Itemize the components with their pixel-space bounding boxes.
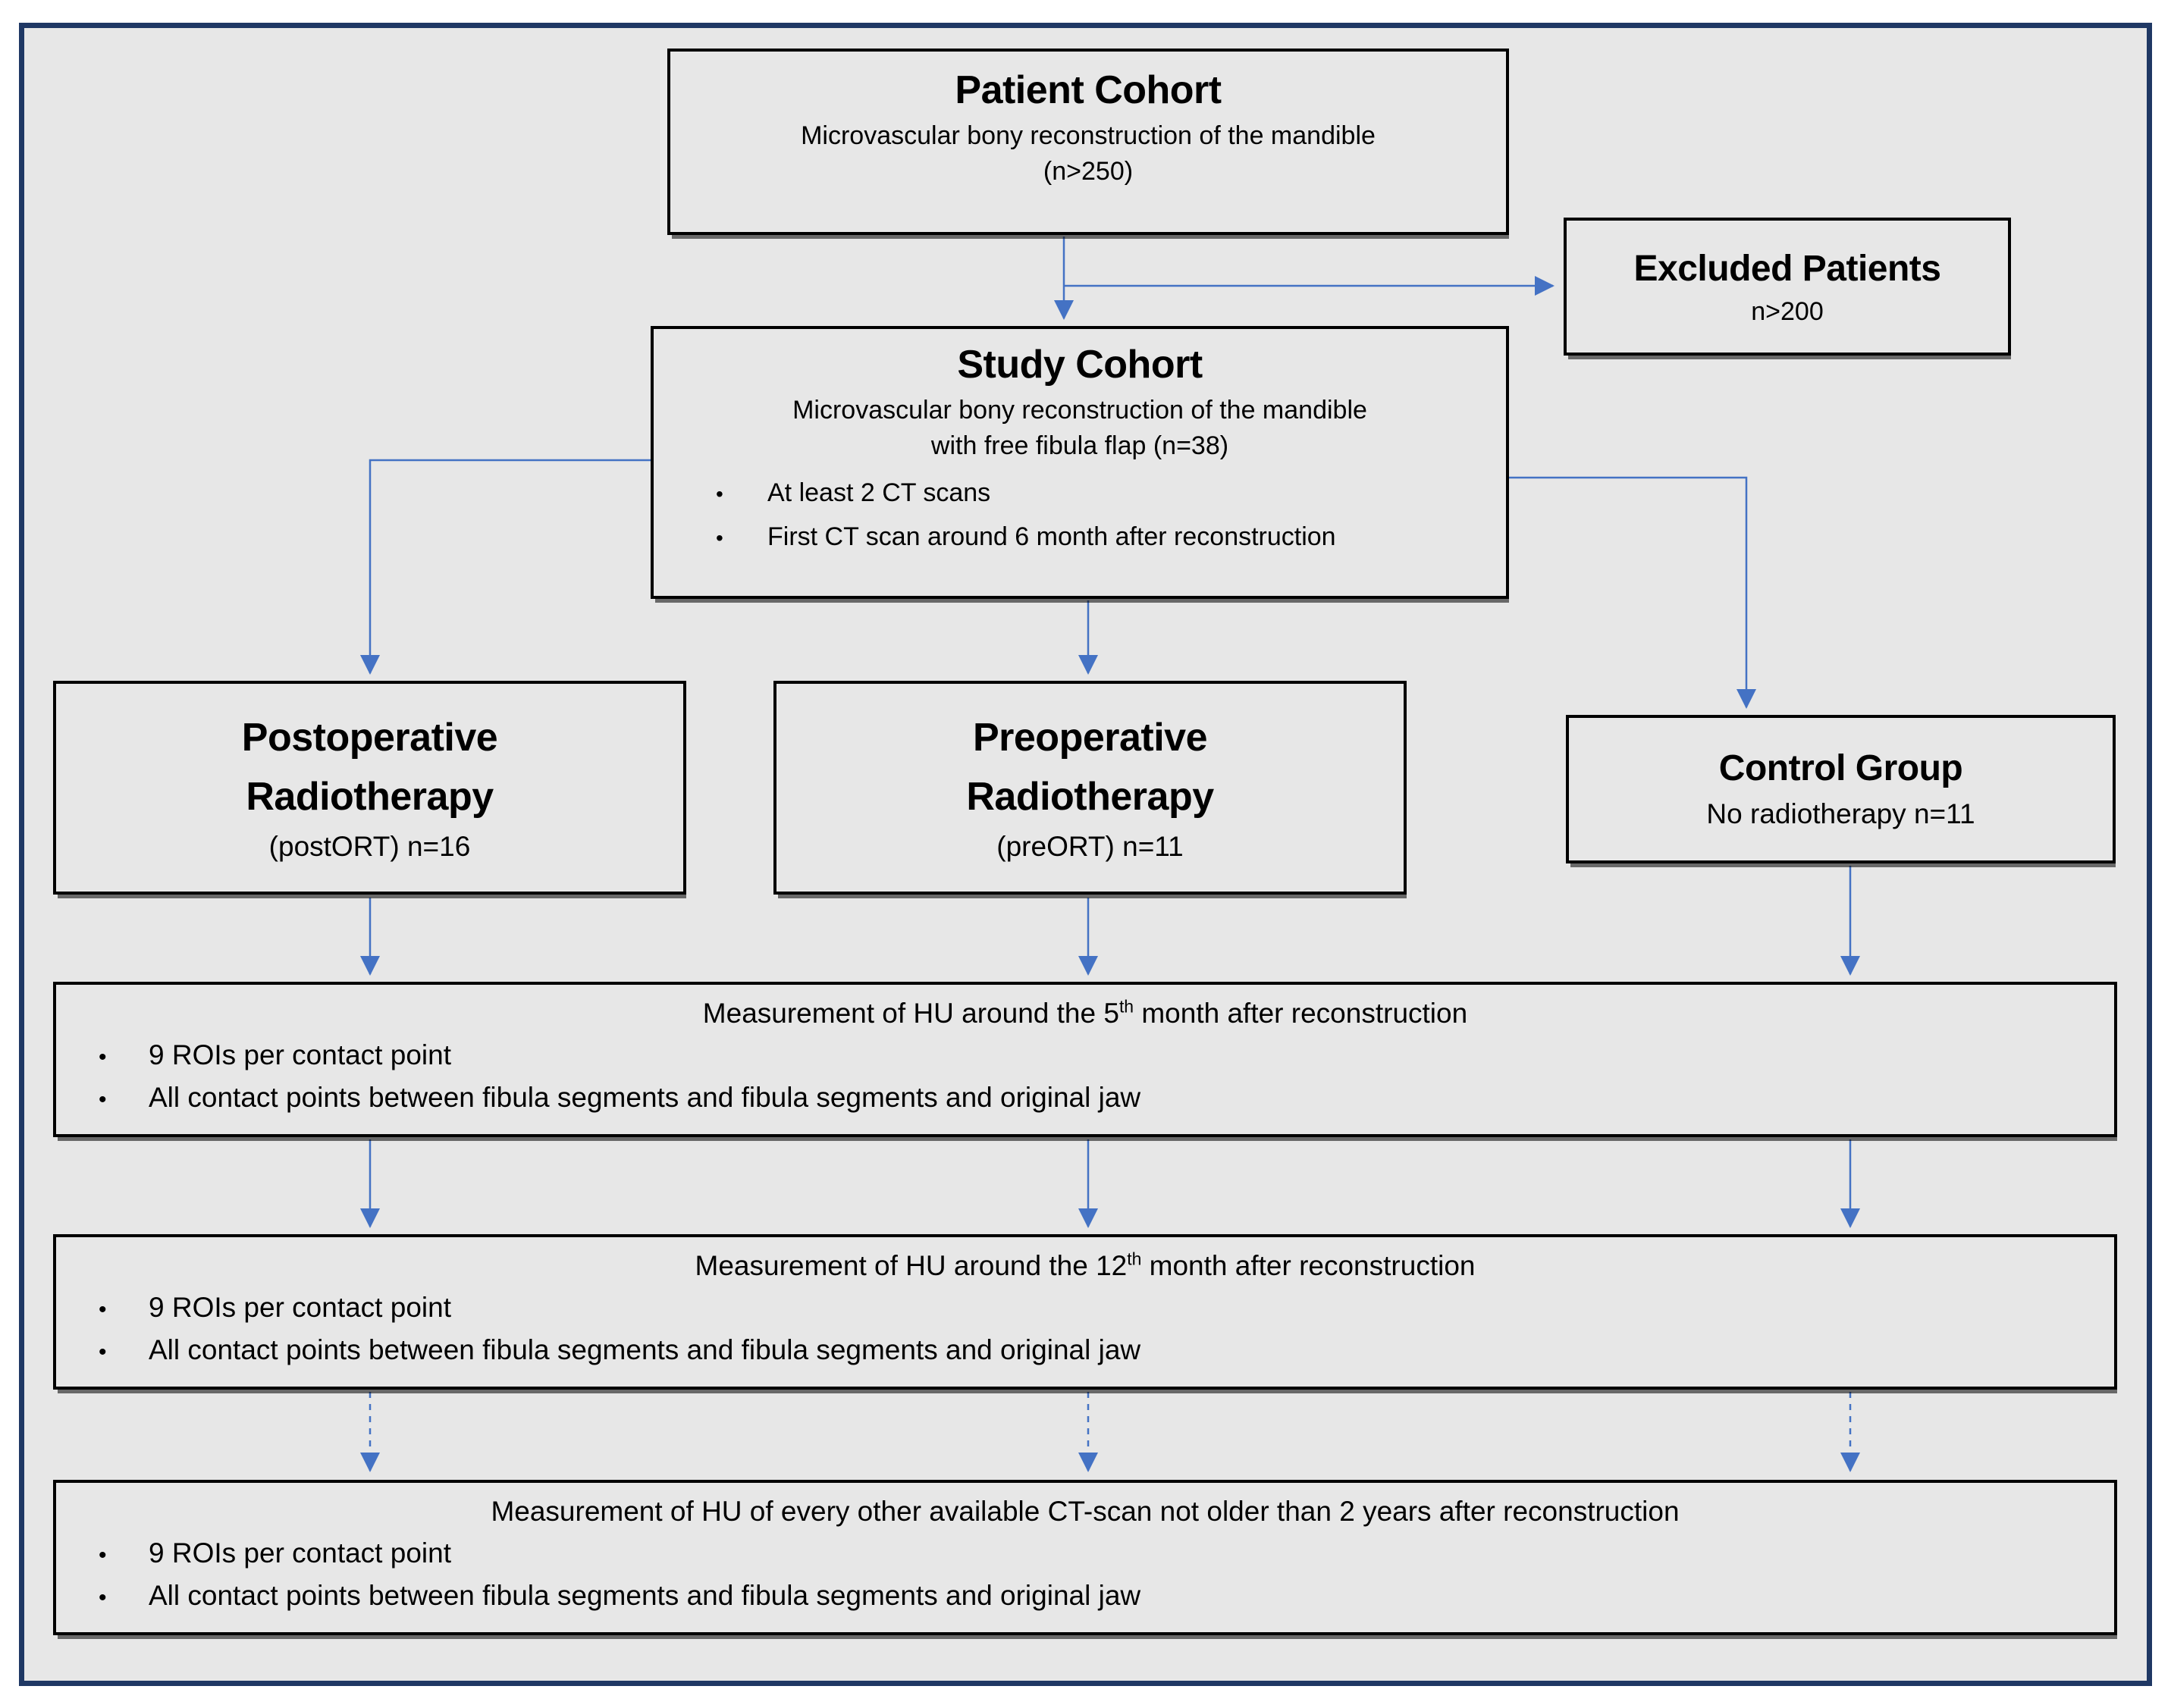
other-ct-bullet-2: All contact points between fibula segmen… [149,1580,1141,1611]
list-item: • All contact points between fibula segm… [89,1077,2114,1120]
excluded-patients-box: Excluded Patients n>200 [1564,218,2011,356]
preort-count: (preORT) n=11 [996,831,1184,862]
other-ct-bullet-1: 9 ROIs per contact point [149,1537,451,1569]
measurement-other-ct-box: Measurement of HU of every other availab… [53,1480,2117,1635]
list-item: • At least 2 CT scans [710,472,1506,516]
list-item: • 9 ROIs per contact point [89,1287,2114,1330]
patient-cohort-line2: (n>250) [1043,157,1134,186]
measurement-month12-box: Measurement of HU around the 12th month … [53,1234,2117,1390]
measurement-month5-title: Measurement of HU around the 5th month a… [702,996,1468,1029]
postort-title-line2: Radiotherapy [246,775,494,819]
preort-title-line1: Preoperative [972,716,1208,760]
bullet-icon: • [99,1297,107,1322]
bullet-icon: • [716,526,723,550]
bullet-icon: • [99,1340,107,1365]
m12-bullet-1: 9 ROIs per contact point [149,1292,451,1323]
m5-bullet-1: 9 ROIs per contact point [149,1039,451,1070]
study-cohort-title: Study Cohort [957,343,1203,387]
list-item: • All contact points between fibula segm… [89,1575,2114,1618]
measurement-month5-bullets: • 9 ROIs per contact point • All contact… [56,1035,2114,1120]
bullet-icon: • [99,1087,107,1112]
measurement-other-ct-bullets: • 9 ROIs per contact point • All contact… [56,1533,2114,1618]
control-group-title: Control Group [1718,748,1963,788]
list-item: • 9 ROIs per contact point [89,1533,2114,1575]
control-group-count: No radiotherapy n=11 [1706,798,1975,829]
study-cohort-line1: Microvascular bony reconstruction of the… [792,396,1367,425]
control-group-box: Control Group No radiotherapy n=11 [1566,715,2116,863]
patient-cohort-line1: Microvascular bony reconstruction of the… [801,121,1376,150]
study-cohort-bullets: • At least 2 CT scans • First CT scan ar… [654,472,1506,559]
list-item: • All contact points between fibula segm… [89,1330,2114,1372]
measurement-other-ct-title: Measurement of HU of every other availab… [491,1496,1680,1527]
excluded-patients-count: n>200 [1751,296,1824,326]
measurement-month5-box: Measurement of HU around the 5th month a… [53,982,2117,1137]
m12-bullet-2: All contact points between fibula segmen… [149,1334,1141,1365]
preoperative-radiotherapy-box: Preoperative Radiotherapy (preORT) n=11 [773,681,1407,895]
list-item: • 9 ROIs per contact point [89,1035,2114,1077]
patient-cohort-box: Patient Cohort Microvascular bony recons… [667,49,1509,235]
bullet-icon: • [99,1045,107,1070]
postort-title-line1: Postoperative [241,716,498,760]
study-bullet-2: First CT scan around 6 month after recon… [767,522,1336,551]
m5-bullet-2: All contact points between fibula segmen… [149,1082,1141,1113]
postort-count: (postORT) n=16 [268,831,471,862]
preort-title-line2: Radiotherapy [966,775,1214,819]
patient-cohort-title: Patient Cohort [955,68,1222,112]
measurement-month12-title: Measurement of HU around the 12th month … [695,1249,1476,1281]
study-bullet-1: At least 2 CT scans [767,478,991,507]
bullet-icon: • [716,482,723,506]
list-item: • First CT scan around 6 month after rec… [710,516,1506,559]
bullet-icon: • [99,1585,107,1610]
measurement-month12-bullets: • 9 ROIs per contact point • All contact… [56,1287,2114,1372]
bullet-icon: • [99,1543,107,1568]
excluded-patients-title: Excluded Patients [1633,248,1941,289]
study-cohort-box: Study Cohort Microvascular bony reconstr… [651,326,1509,599]
study-cohort-line2: with free fibula flap (n=38) [930,431,1229,460]
postoperative-radiotherapy-box: Postoperative Radiotherapy (postORT) n=1… [53,681,686,895]
